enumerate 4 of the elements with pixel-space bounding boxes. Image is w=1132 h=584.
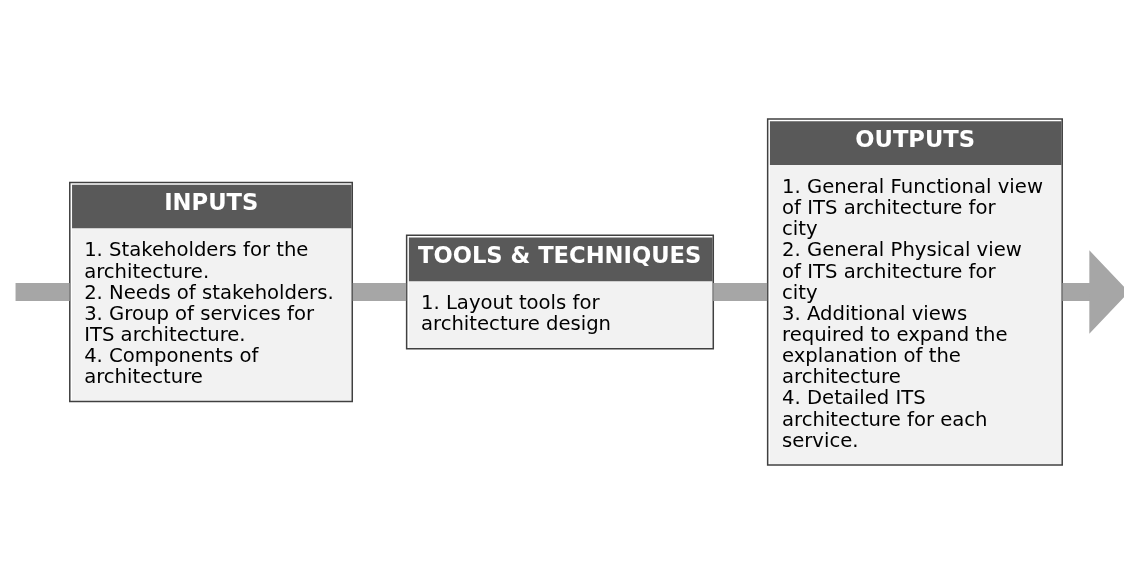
connector xyxy=(352,282,407,302)
connector xyxy=(15,282,70,302)
connector xyxy=(713,282,768,302)
arrow xyxy=(1062,250,1124,334)
